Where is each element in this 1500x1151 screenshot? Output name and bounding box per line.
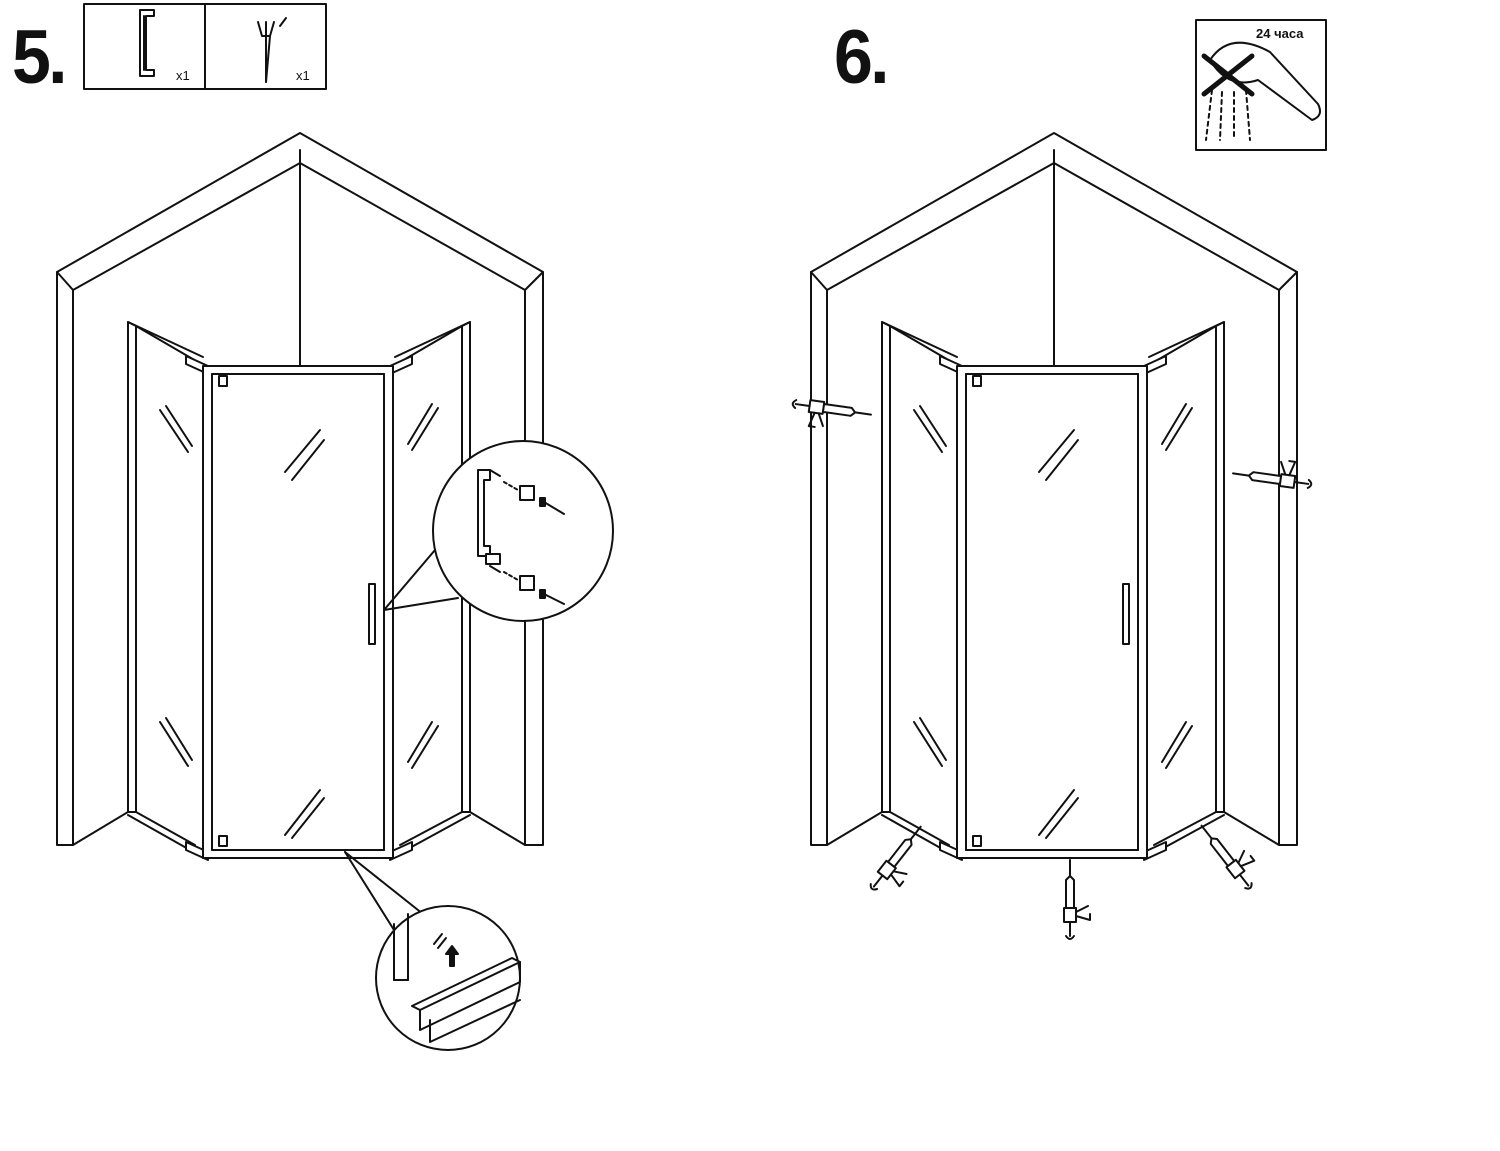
door-handle bbox=[1122, 583, 1130, 645]
door-handle bbox=[368, 583, 376, 645]
handle-icon bbox=[139, 9, 155, 77]
shower-enclosure-step-6 bbox=[810, 132, 1298, 861]
handle-qty: x1 bbox=[176, 68, 190, 83]
sealant-gun-bottom-center bbox=[1063, 859, 1091, 940]
sealant-gun-left-wall bbox=[788, 396, 873, 436]
door-seal-icon bbox=[257, 17, 287, 83]
wait-24-hours-label: 24 часа bbox=[1256, 26, 1304, 41]
sealant-gun-bottom-left bbox=[866, 821, 938, 903]
handle-detail-callout bbox=[383, 440, 614, 622]
seal-qty: x1 bbox=[296, 68, 310, 83]
step-5-number: 5. bbox=[12, 15, 68, 100]
parts-box bbox=[83, 3, 327, 90]
step-6-number: 6. bbox=[834, 15, 890, 100]
seal-detail-callout bbox=[344, 851, 521, 1051]
sealant-gun-right-wall bbox=[1231, 452, 1316, 492]
shower-enclosure-step-5 bbox=[56, 132, 544, 861]
no-shower-notice bbox=[1195, 19, 1327, 151]
